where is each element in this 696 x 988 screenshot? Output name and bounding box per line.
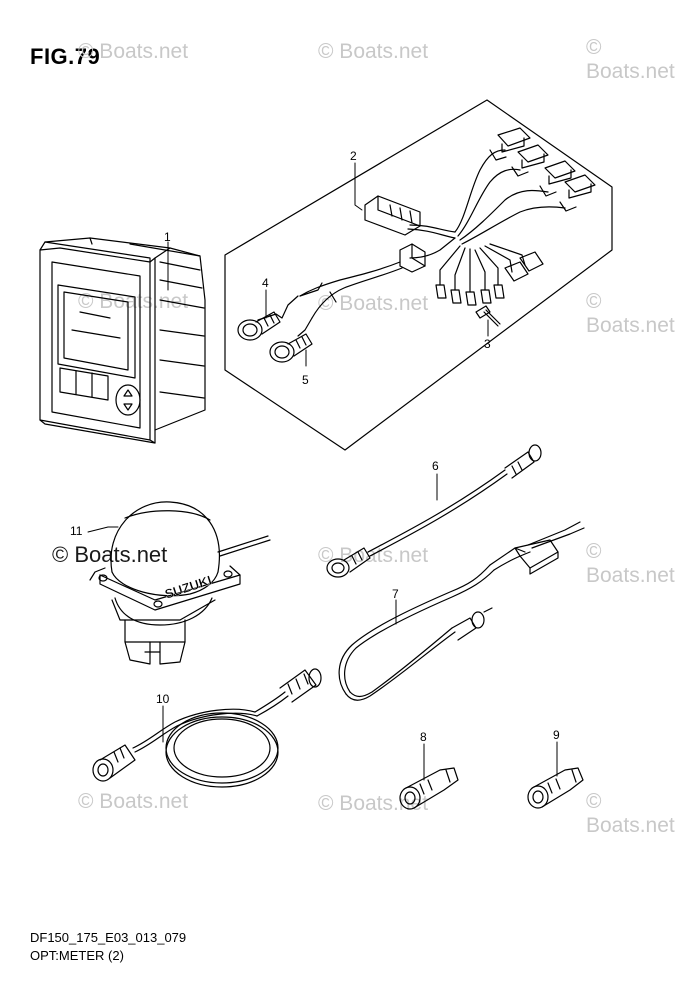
cable-7-part [339, 522, 584, 700]
sensor-11-part [90, 502, 270, 664]
leader-lines [88, 163, 557, 780]
meter-display-part [40, 238, 205, 443]
watermark: © Boats.net [318, 292, 429, 315]
callout-4: 4 [262, 276, 269, 290]
figure-code: DF150_175_E03_013_079 [30, 930, 187, 945]
callout-10: 10 [156, 692, 170, 706]
wire-harness-part [300, 128, 595, 318]
callout-6: 6 [432, 459, 439, 473]
connector-5-part [270, 318, 312, 362]
watermark: © Boats.net [318, 40, 429, 63]
callout-7: 7 [392, 587, 399, 601]
callout-11: 11 [70, 524, 83, 538]
watermark: © Boats.net [586, 36, 675, 83]
cable-6-part [327, 445, 541, 577]
sensor-brand-text: SUZUKI [163, 573, 214, 602]
watermark-dark: © Boats.net [52, 542, 168, 567]
cable-10-part [93, 669, 321, 787]
watermark: © Boats.net [586, 540, 675, 587]
callout-5: 5 [302, 373, 309, 387]
connector-9-part [528, 768, 583, 808]
connector-8-part [400, 768, 458, 809]
callout-8: 8 [420, 730, 427, 744]
callout-9: 9 [553, 728, 560, 742]
figure-caption: OPT:METER (2) [30, 948, 124, 963]
watermark: © Boats.net [78, 790, 189, 813]
callout-1: 1 [164, 230, 171, 244]
watermark: © Boats.net [586, 290, 675, 337]
harness-box [225, 100, 612, 450]
watermark: © Boats.net [78, 290, 189, 313]
watermark: © Boats.net [78, 40, 189, 63]
watermark: © Boats.net [586, 790, 675, 837]
connector-4-part [238, 296, 298, 340]
callout-3: 3 [484, 337, 491, 351]
figure-title: FIG.79 [30, 44, 101, 69]
callout-2: 2 [350, 149, 357, 163]
screw-part [476, 306, 500, 326]
